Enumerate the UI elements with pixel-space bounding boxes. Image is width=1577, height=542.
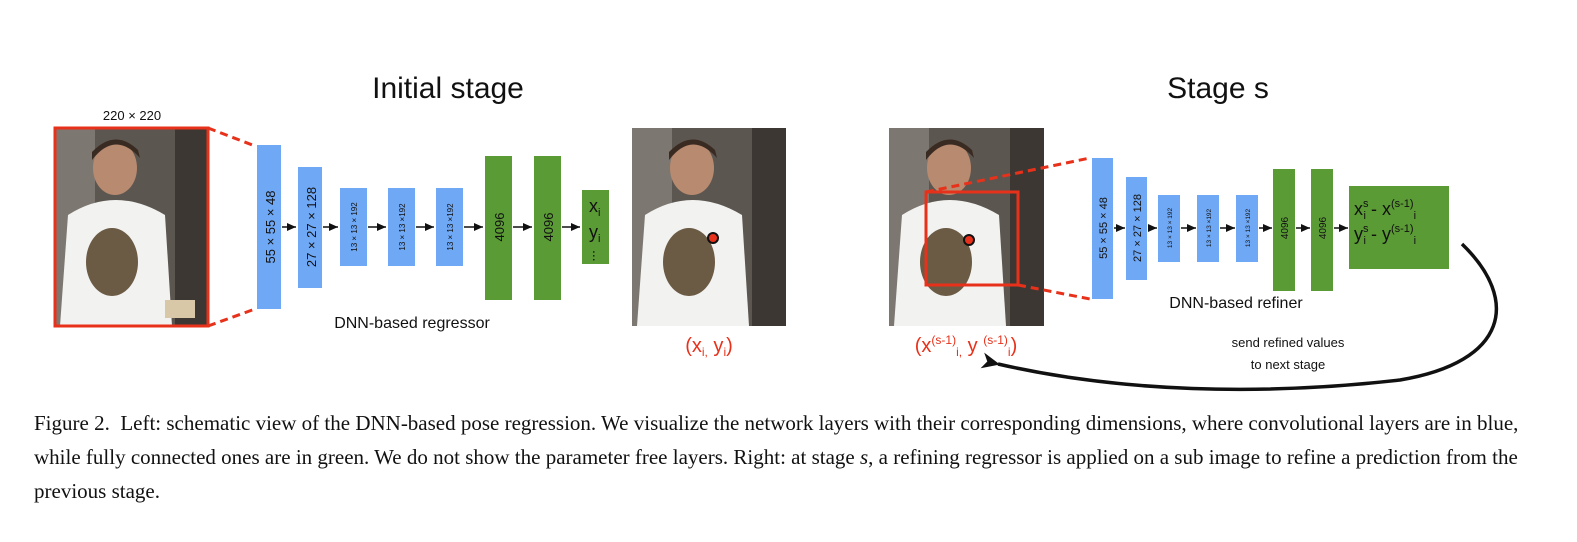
refiner-conv-layer-5 [1236, 195, 1258, 262]
refiner-conv-layer-3 [1158, 195, 1180, 262]
refiner-conv-layer-3-label: 13 × 13 × 192 [1167, 208, 1174, 249]
feedback-arrow [980, 242, 1499, 392]
input-size-label: 220 × 220 [103, 108, 161, 123]
refiner-label: DNN-based refiner [1169, 295, 1303, 312]
refiner-fc-layer-1 [1273, 169, 1295, 291]
fc-layer-1-label: 4096 [492, 213, 507, 242]
fc-layer-2 [534, 156, 561, 300]
conv-layer-5-label: 13 × 13 ×192 [446, 203, 455, 251]
sub-image-crop-frame [924, 190, 1020, 287]
previous-joint-marker [963, 234, 975, 246]
input-crop-frame [53, 126, 210, 328]
conv-layer-4 [388, 188, 415, 266]
pose-regression-diagram: Initial stage 220 × 220 55 × 55 × 48 27 … [53, 72, 1499, 392]
output-y-label: yi [589, 222, 600, 245]
feedback-label-line2: to next stage [1251, 357, 1325, 372]
fc-layer-1 [485, 156, 512, 300]
refiner-conv-layer-4 [1197, 195, 1219, 262]
output-x-label: xi [589, 196, 600, 219]
conv-layer-1 [257, 145, 281, 309]
refiner-conv-layer-5-label: 13 × 13 ×192 [1245, 208, 1252, 247]
input-image [55, 128, 208, 326]
refiner-fc-layer-2-label: 4096 [1318, 216, 1329, 239]
prediction-coordinates: (xi, yi) [685, 335, 733, 359]
refiner-conv-layer-2 [1126, 177, 1147, 280]
conv-layer-5 [436, 188, 463, 266]
conv-layer-4-label: 13 × 13 ×192 [398, 203, 407, 251]
previous-prediction-coordinates: (x(s-1)i, y (s-1)i) [915, 333, 1017, 359]
crop-projection-bottom [207, 307, 256, 328]
conv-layer-2 [298, 167, 322, 288]
output-more-label: ... [590, 250, 606, 262]
refine-input-image [889, 128, 1044, 326]
refiner-conv-layer-1-label: 55 × 55 × 48 [1098, 197, 1110, 259]
caption-text: Figure 2. Left: schematic view of the DN… [34, 411, 1524, 469]
caption-text-end: , a refining regressor is applied on a s… [34, 445, 1524, 503]
feedback-label-line1: send refined values [1232, 335, 1345, 350]
conv-layer-3-label: 13 × 13 × 192 [350, 202, 359, 252]
figure-caption: Figure 2. Left: schematic view of the DN… [34, 406, 1554, 508]
regressor-label: DNN-based regressor [334, 315, 490, 332]
refiner-output [1349, 186, 1449, 269]
stage-s-title: Stage s [1167, 72, 1269, 105]
crop-projection-top [207, 126, 256, 148]
sub-crop-projection-top [925, 156, 1091, 194]
refiner-conv-layer-4-label: 13 × 13 ×192 [1206, 208, 1213, 247]
refiner-conv-layer-2-label: 27 × 27 × 128 [1132, 194, 1144, 262]
prediction-image [632, 128, 786, 326]
refiner-fc-layer-2 [1311, 169, 1333, 291]
fc-layer-2-label: 4096 [541, 213, 556, 242]
refiner-fc-layer-1-label: 4096 [1280, 216, 1291, 239]
caption-variable: s [859, 445, 869, 469]
conv-layer-1-label: 55 × 55 × 48 [263, 190, 278, 263]
refiner-conv-layer-1 [1092, 158, 1113, 299]
predicted-joint-marker [707, 232, 719, 244]
initial-stage-title: Initial stage [372, 72, 524, 105]
output-layer [582, 190, 609, 264]
conv-layer-2-label: 27 × 27 × 128 [304, 187, 319, 267]
conv-layer-3 [340, 188, 367, 266]
